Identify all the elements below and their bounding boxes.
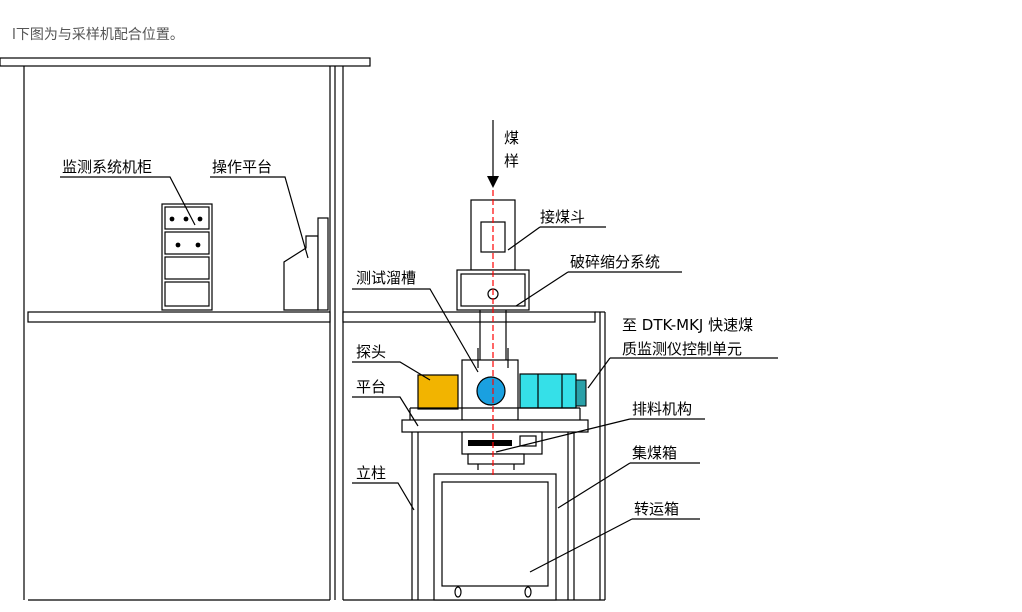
support-columns — [411, 432, 575, 600]
probe-box — [417, 374, 459, 410]
label-cabinet: 监测系统机柜 — [62, 158, 152, 176]
operating-console — [283, 217, 329, 311]
label-hopper: 接煤斗 — [540, 208, 585, 226]
label-collector: 集煤箱 — [632, 444, 677, 462]
label-control-1: 至 DTK-MKJ 快速煤 — [622, 316, 753, 334]
label-chute: 测试溜槽 — [356, 269, 416, 287]
test-chute — [461, 310, 519, 421]
label-coal-sample-2: 样 — [504, 152, 519, 170]
label-platform: 平台 — [356, 378, 386, 396]
monitoring-cabinet — [161, 203, 213, 311]
collector-box — [467, 453, 525, 470]
label-column: 立柱 — [356, 464, 386, 482]
transfer-box — [433, 473, 557, 601]
label-transfer-box: 转运箱 — [634, 500, 679, 518]
leader-lines — [60, 176, 778, 573]
control-unit — [519, 373, 587, 409]
sensor-ball — [476, 376, 506, 406]
building — [0, 57, 606, 601]
label-discharge: 排料机构 — [632, 400, 692, 418]
label-coal-sample-1: 煤 — [504, 129, 519, 147]
label-console: 操作平台 — [212, 158, 272, 176]
label-crusher: 破碎缩分系统 — [570, 253, 660, 271]
label-control-2: 质监测仪控制单元 — [622, 340, 742, 358]
coal-flow-arrow — [487, 120, 499, 188]
caption: l下图为与采样机配合位置。 — [12, 27, 184, 43]
discharge-mechanism — [461, 431, 543, 455]
label-probe: 探头 — [356, 343, 386, 361]
